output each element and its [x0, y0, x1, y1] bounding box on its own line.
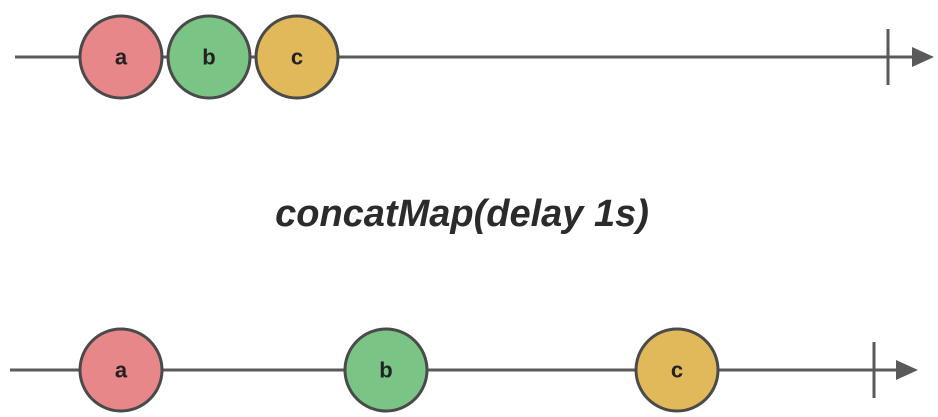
- output-stream: a b c: [10, 327, 918, 413]
- input-marble-c: c: [254, 14, 340, 100]
- input-marble-a: a: [78, 14, 164, 100]
- input-marble-a-circle: [78, 14, 164, 100]
- output-marble-a-circle: [78, 327, 164, 413]
- output-marble-c: c: [634, 327, 720, 413]
- input-marble-c-label: c: [291, 45, 303, 70]
- output-marble-b-circle: [343, 327, 429, 413]
- input-marble-b-label: b: [202, 45, 215, 70]
- operator-label: concatMap(delay 1s): [275, 193, 649, 235]
- input-marble-c-circle: [254, 14, 340, 100]
- output-marble-a: a: [78, 327, 164, 413]
- input-marble-a-label: a: [115, 45, 128, 70]
- input-marble-b-circle: [166, 14, 252, 100]
- output-marble-c-label: c: [671, 358, 683, 383]
- output-arrow-icon: [896, 360, 918, 380]
- output-marble-b-label: b: [379, 358, 392, 383]
- input-marble-b: b: [166, 14, 252, 100]
- output-marble-a-label: a: [115, 358, 128, 383]
- input-arrow-icon: [912, 47, 934, 67]
- input-stream: a b c: [15, 14, 934, 100]
- output-marble-b: b: [343, 327, 429, 413]
- output-marble-c-circle: [634, 327, 720, 413]
